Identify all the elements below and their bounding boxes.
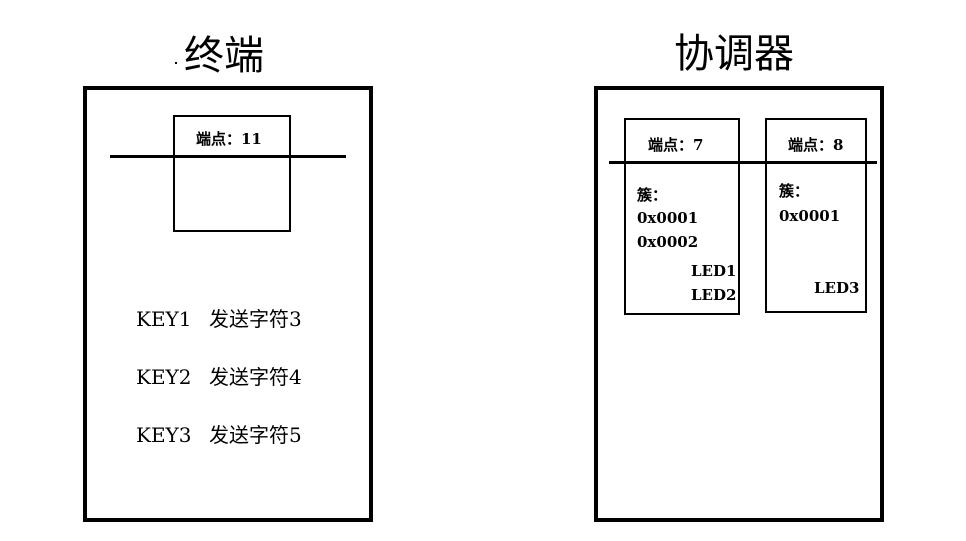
key-row: KEY2 发送字符4 bbox=[136, 365, 302, 389]
coordinator-panel bbox=[594, 86, 884, 522]
coordinator-divider-line bbox=[609, 161, 877, 164]
key-name: KEY2 bbox=[136, 365, 192, 389]
endpoint-7-led: LED2 bbox=[691, 286, 737, 304]
key-action: 发送字符4 bbox=[209, 365, 302, 389]
stray-dot bbox=[175, 62, 177, 64]
endpoint-7-box bbox=[624, 118, 740, 315]
key-action: 发送字符5 bbox=[209, 423, 302, 447]
endpoint-7-cluster-label: 簇： bbox=[637, 186, 668, 204]
endpoint-8-label: 端点：8 bbox=[788, 136, 844, 154]
coordinator-title: 协调器 bbox=[674, 31, 794, 77]
endpoint-7-led: LED1 bbox=[691, 262, 737, 280]
terminal-divider-line bbox=[110, 155, 346, 158]
key-row: KEY1 发送字符3 bbox=[136, 307, 302, 331]
endpoint-7-label: 端点：7 bbox=[648, 136, 704, 154]
key-row: KEY3 发送字符5 bbox=[136, 423, 302, 447]
endpoint-8-cluster-label: 簇： bbox=[779, 182, 810, 200]
key-name: KEY3 bbox=[136, 423, 192, 447]
endpoint-8-box bbox=[765, 118, 867, 313]
key-action: 发送字符3 bbox=[209, 307, 302, 331]
terminal-panel bbox=[83, 86, 373, 522]
terminal-title: 终端 bbox=[184, 33, 264, 79]
key-name: KEY1 bbox=[136, 307, 192, 331]
terminal-endpoint-box bbox=[173, 115, 291, 232]
endpoint-8-cluster-id: 0x0001 bbox=[779, 207, 841, 225]
terminal-endpoint-label: 端点：11 bbox=[196, 130, 262, 148]
endpoint-7-cluster-id: 0x0001 bbox=[637, 209, 699, 227]
endpoint-7-cluster-id: 0x0002 bbox=[637, 233, 699, 251]
endpoint-8-led: LED3 bbox=[814, 279, 860, 297]
